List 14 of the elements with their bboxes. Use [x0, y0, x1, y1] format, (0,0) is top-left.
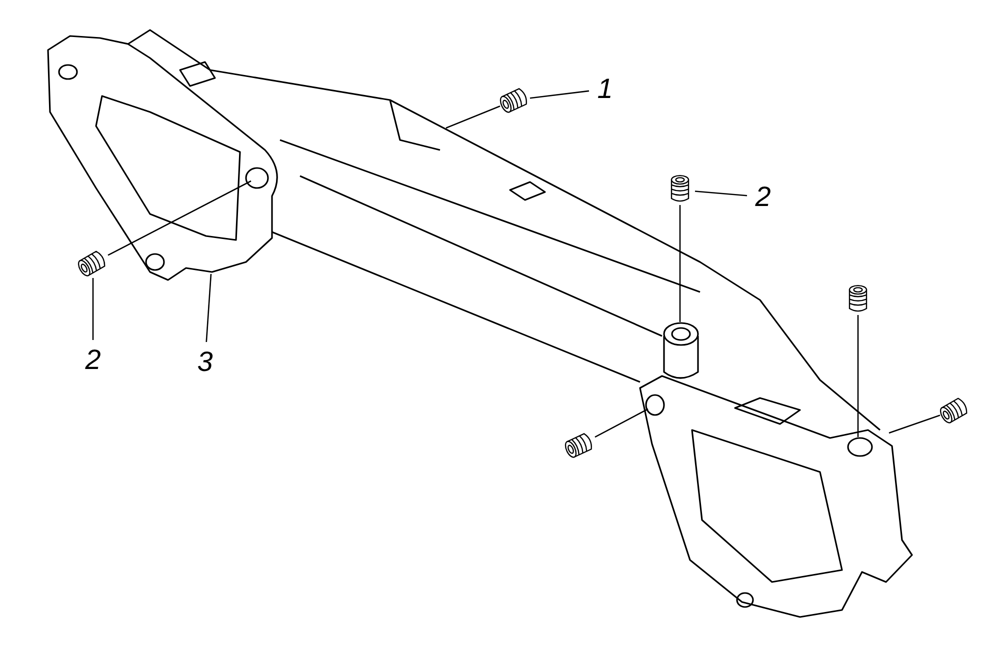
- leader-line: [92, 278, 94, 340]
- leader-line: [888, 414, 940, 434]
- leader-line: [530, 90, 590, 99]
- leader-line: [857, 315, 859, 437]
- callout-number: 2: [750, 180, 776, 214]
- callout-number: 2: [80, 343, 106, 377]
- callout-number: 1: [592, 72, 618, 106]
- leader-line: [446, 105, 500, 129]
- callout-number: 3: [192, 345, 218, 379]
- leader-line: [108, 180, 252, 256]
- leader-line: [206, 274, 212, 342]
- leader-line: [594, 408, 648, 438]
- leader-line: [679, 205, 681, 322]
- leader-line: [694, 190, 748, 196]
